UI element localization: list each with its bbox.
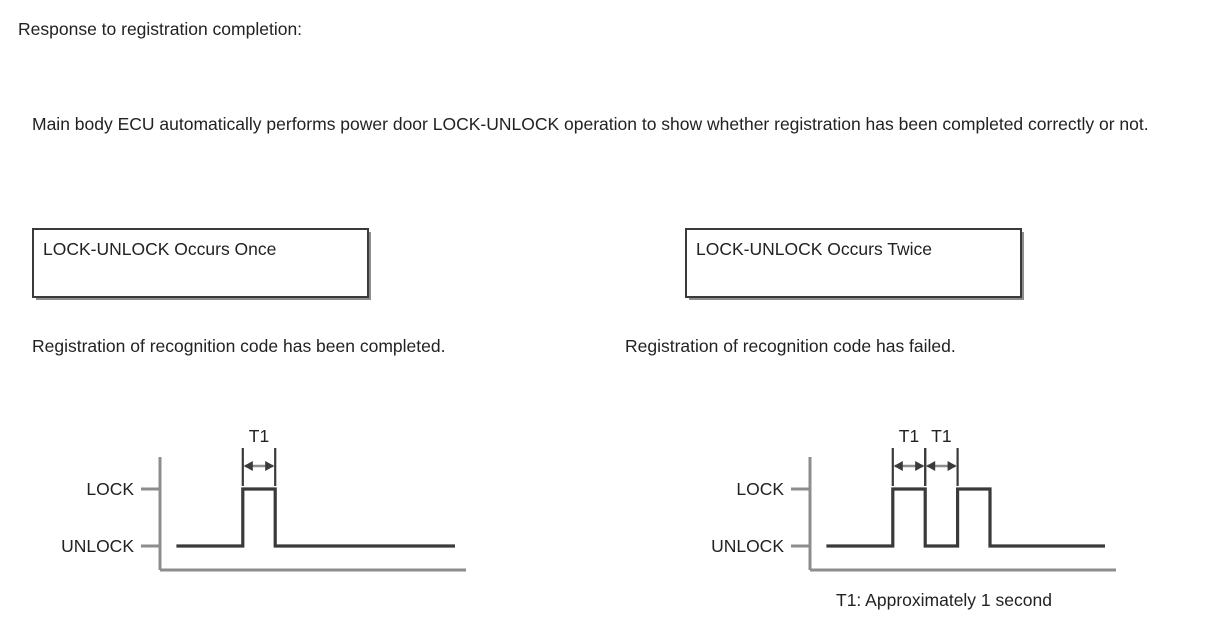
measure-label-t1: T1 [249, 426, 269, 446]
measure-arrow-head-left [243, 461, 253, 471]
outcome-box-twice-label: LOCK-UNLOCK Occurs Twice [696, 239, 932, 259]
measure-arrow-head-left [893, 461, 903, 471]
page-title: Response to registration completion: [18, 19, 303, 39]
measure-label-t1: T1 [931, 426, 951, 446]
measure-label-t1: T1 [899, 426, 919, 446]
outcome-box-once: LOCK-UNLOCK Occurs Once [32, 228, 369, 298]
outcome-caption-twice: Registration of recognition code has fai… [625, 336, 956, 356]
y-tick-label-unlock: UNLOCK [711, 536, 784, 556]
outcome-box-once-label: LOCK-UNLOCK Occurs Once [43, 239, 277, 259]
y-tick-label-unlock: UNLOCK [61, 536, 134, 556]
signal-waveform [176, 487, 455, 548]
timing-diagram-twice: LOCK UNLOCK T1 T1 [668, 418, 1123, 588]
measure-arrow-head-right [265, 461, 275, 471]
timing-diagram-once: LOCK UNLOCK T1 [18, 418, 473, 588]
measure-arrow-head-right [947, 461, 957, 471]
signal-waveform [826, 487, 1105, 548]
y-tick-label-lock: LOCK [736, 479, 784, 499]
y-tick-label-lock: LOCK [86, 479, 134, 499]
measure-arrow-head-left [926, 461, 936, 471]
outcome-box-twice: LOCK-UNLOCK Occurs Twice [685, 228, 1022, 298]
t1-footnote: T1: Approximately 1 second [836, 590, 1052, 610]
timing-chart-svg-twice: LOCK UNLOCK T1 T1 [711, 426, 1116, 572]
timing-chart-svg-once: LOCK UNLOCK T1 [61, 426, 466, 572]
intro-paragraph: Main body ECU automatically performs pow… [32, 114, 1149, 134]
outcome-caption-once: Registration of recognition code has bee… [32, 336, 446, 356]
measure-arrow-head-right [915, 461, 925, 471]
